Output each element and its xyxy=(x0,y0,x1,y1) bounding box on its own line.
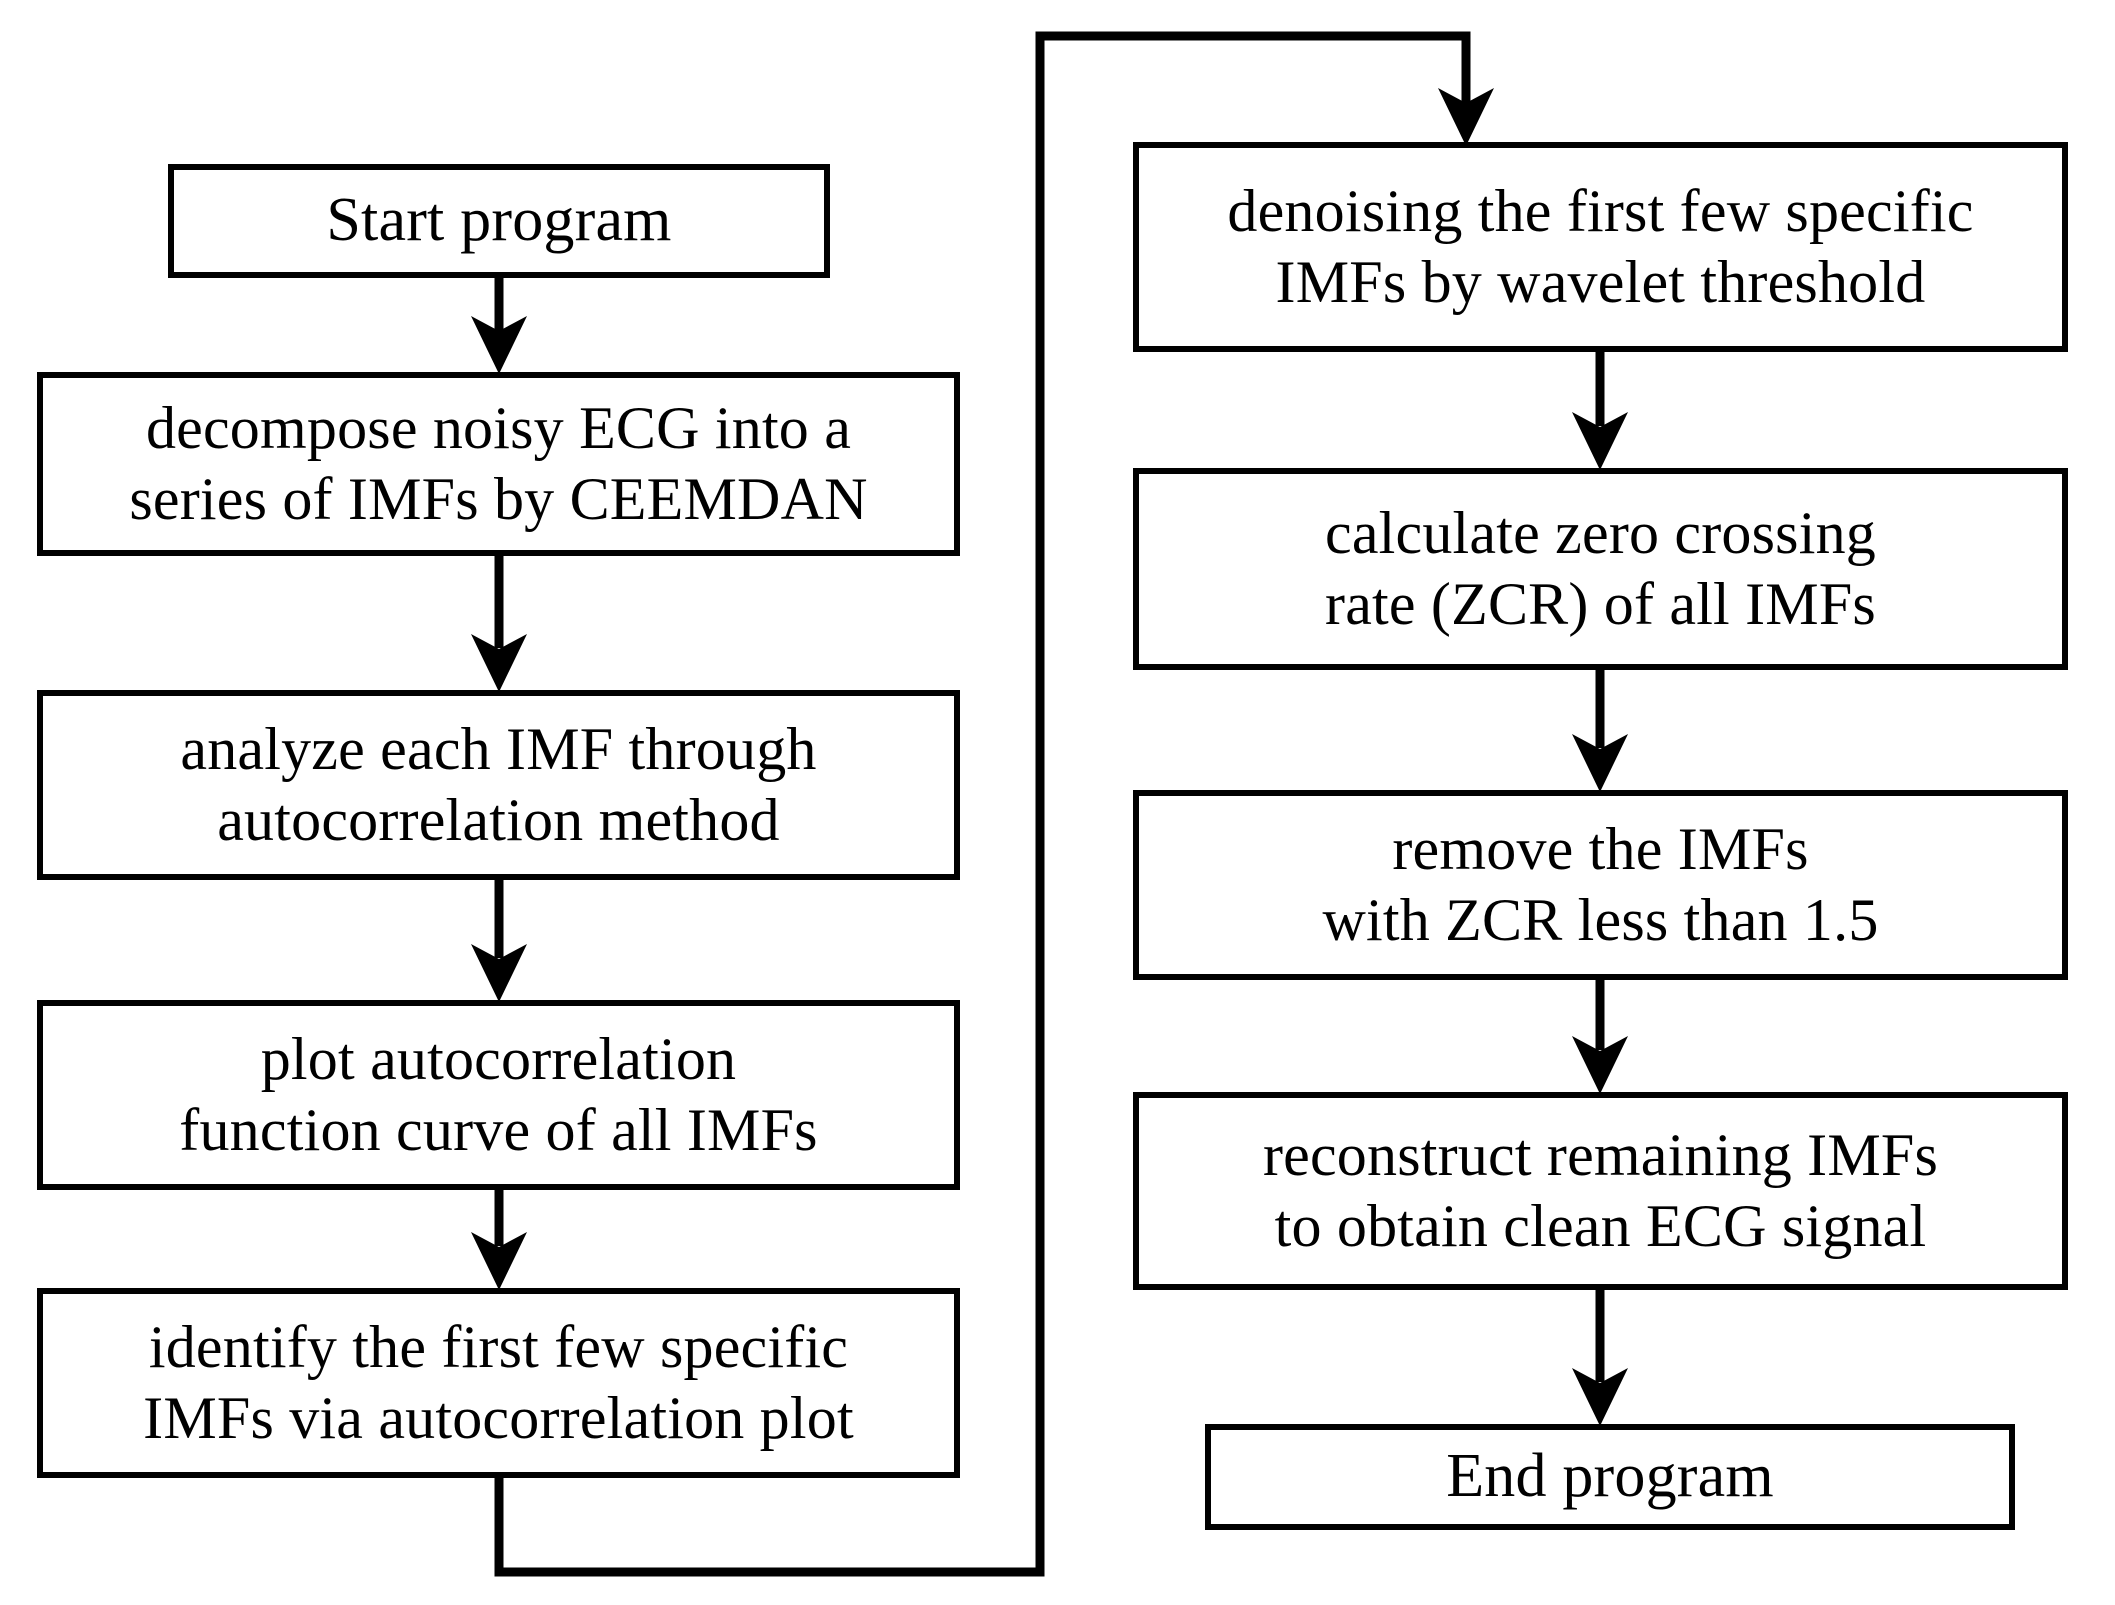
node-end-program[interactable]: End program xyxy=(1205,1424,2015,1530)
node-calculate-zcr[interactable]: calculate zero crossing rate (ZCR) of al… xyxy=(1133,468,2068,670)
edge-start-to-decompose xyxy=(471,278,527,374)
edge-remove-to-reconstruct xyxy=(1572,980,1628,1094)
node-denoising-wavelet-threshold[interactable]: denoising the first few specific IMFs by… xyxy=(1133,142,2068,352)
edge-plot-to-identify xyxy=(471,1190,527,1290)
node-analyze-imf[interactable]: analyze each IMF through autocorrelation… xyxy=(37,690,960,880)
node-reconstruct-clean-ecg[interactable]: reconstruct remaining IMFs to obtain cle… xyxy=(1133,1092,2068,1290)
edge-decompose-to-analyze xyxy=(471,556,527,692)
edge-reconstruct-to-end xyxy=(1572,1290,1628,1426)
edge-zcr-to-remove xyxy=(1572,670,1628,792)
node-start-program[interactable]: Start program xyxy=(168,164,830,278)
node-identify-specific-imfs[interactable]: identify the first few specific IMFs via… xyxy=(37,1288,960,1478)
edge-denoising-to-zcr xyxy=(1572,352,1628,470)
node-plot-autocorrelation[interactable]: plot autocorrelation function curve of a… xyxy=(37,1000,960,1190)
edge-analyze-to-plot xyxy=(471,880,527,1002)
node-remove-low-zcr-imfs[interactable]: remove the IMFs with ZCR less than 1.5 xyxy=(1133,790,2068,980)
node-decompose-ecg[interactable]: decompose noisy ECG into a series of IMF… xyxy=(37,372,960,556)
